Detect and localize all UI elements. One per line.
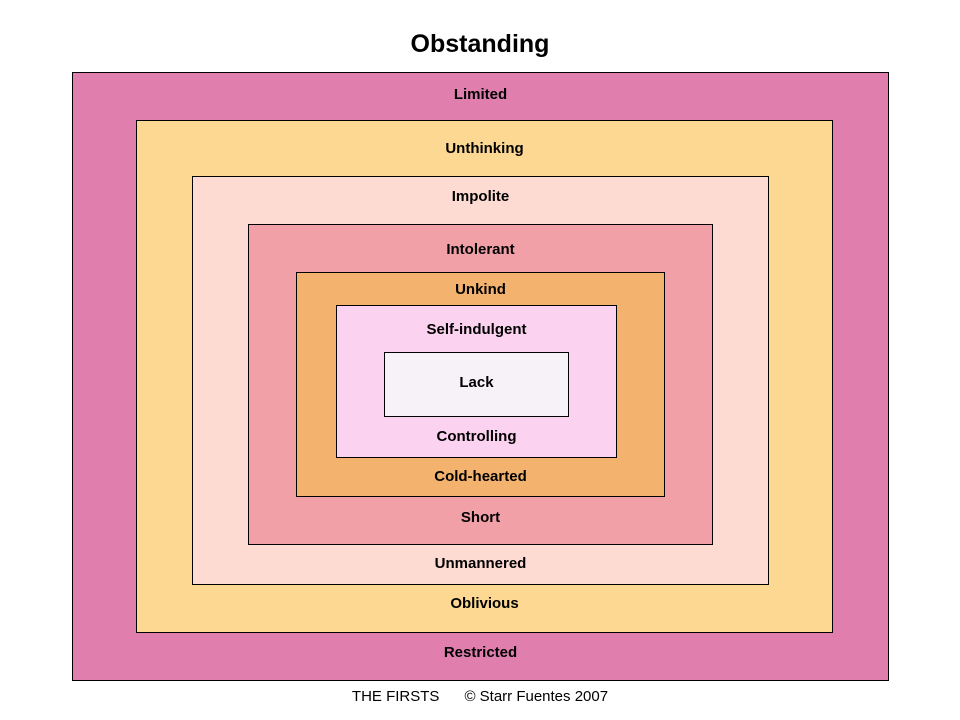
center-box-lack: Lack bbox=[384, 352, 569, 417]
layer-top-label: Limited bbox=[453, 86, 508, 103]
layer-bottom-label: Unmannered bbox=[434, 555, 527, 572]
layer-top-label: Unthinking bbox=[445, 140, 524, 157]
footer-copyright-text: © Starr Fuentes 2007 bbox=[464, 688, 609, 705]
layer-bottom-label: Controlling bbox=[436, 428, 517, 445]
layer-bottom-label: Oblivious bbox=[450, 595, 519, 612]
layer-top-label: Unkind bbox=[455, 281, 506, 298]
footer-credit: THE FIRSTS © Starr Fuentes 2007 bbox=[0, 688, 960, 706]
footer-left-text: THE FIRSTS bbox=[351, 688, 440, 705]
diagram-title: Obstanding bbox=[410, 30, 550, 58]
layer-top-label: Impolite bbox=[451, 188, 510, 205]
center-label: Lack bbox=[459, 374, 494, 391]
layer-bottom-label: Short bbox=[460, 509, 501, 526]
footer-spacer bbox=[439, 688, 464, 705]
layer-top-label: Intolerant bbox=[446, 241, 515, 258]
layer-top-label: Self-indulgent bbox=[426, 321, 527, 338]
layer-bottom-label: Restricted bbox=[443, 644, 518, 661]
layer-bottom-label: Cold-hearted bbox=[434, 468, 527, 485]
